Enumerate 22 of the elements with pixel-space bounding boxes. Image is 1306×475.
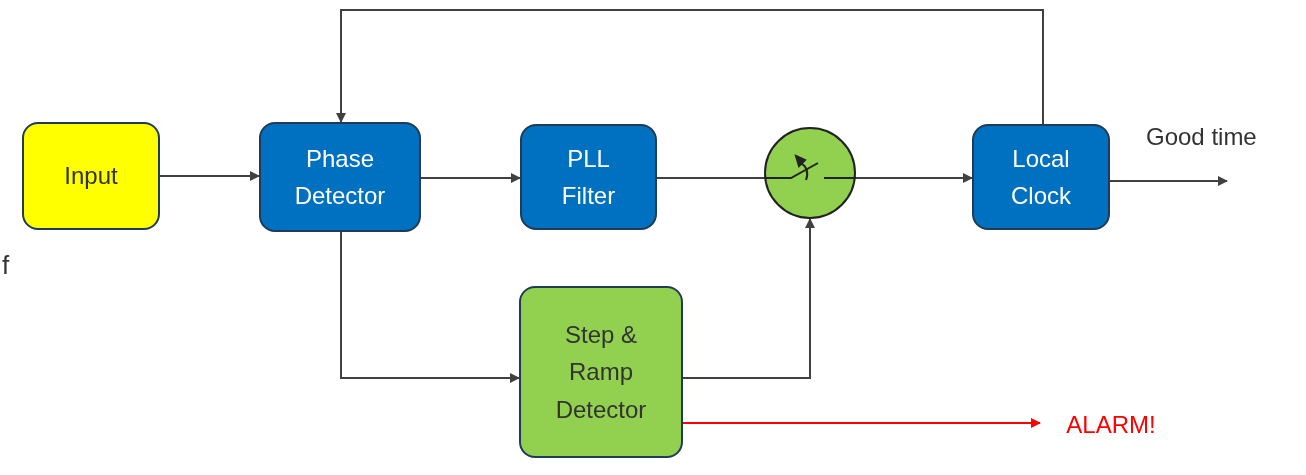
input-box bbox=[22, 122, 160, 230]
arrow bbox=[1109, 176, 1228, 186]
arrow bbox=[682, 418, 1041, 428]
arrow bbox=[855, 173, 973, 183]
node-text: Input bbox=[64, 161, 118, 192]
edge-label: Good time bbox=[1146, 123, 1257, 151]
partial-text: f bbox=[2, 250, 10, 281]
node-text: PLL Filter bbox=[560, 143, 617, 211]
arrow bbox=[420, 173, 521, 183]
node-text: Phase Detector bbox=[293, 143, 387, 211]
arrow bbox=[336, 9, 1044, 125]
process-box bbox=[972, 124, 1110, 230]
arrow bbox=[682, 218, 815, 379]
switch-circle bbox=[764, 127, 856, 219]
node-text: Local Clock bbox=[1010, 143, 1072, 211]
node-text: ALARM! bbox=[1066, 410, 1156, 441]
process-box bbox=[519, 286, 683, 458]
process-box bbox=[520, 124, 657, 230]
arrow bbox=[340, 231, 520, 383]
process-box bbox=[259, 122, 421, 232]
arrow bbox=[159, 171, 260, 181]
node-text: Step & Ramp Detector bbox=[554, 320, 648, 425]
